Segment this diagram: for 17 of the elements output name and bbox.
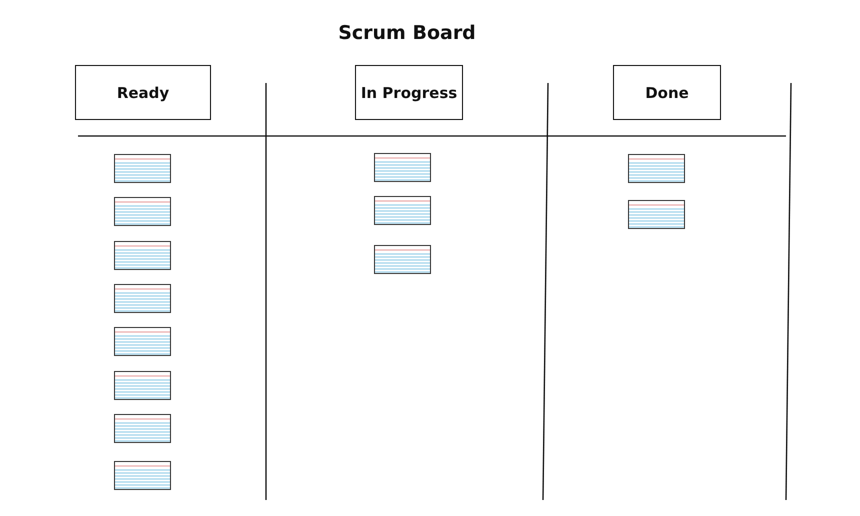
index-card [114, 461, 171, 490]
index-card [114, 414, 171, 443]
index-card [374, 245, 431, 274]
column-header: Ready [75, 65, 211, 120]
index-card [114, 327, 171, 356]
index-card [374, 153, 431, 182]
index-card [114, 197, 171, 226]
index-card [114, 284, 171, 313]
index-card [114, 371, 171, 400]
column-header: In Progress [355, 65, 463, 120]
column-header: Done [613, 65, 721, 120]
index-card [374, 196, 431, 225]
board-title: Scrum Board [337, 22, 477, 44]
index-card [628, 200, 685, 229]
index-card [628, 154, 685, 183]
index-card [114, 241, 171, 270]
index-card [114, 154, 171, 183]
